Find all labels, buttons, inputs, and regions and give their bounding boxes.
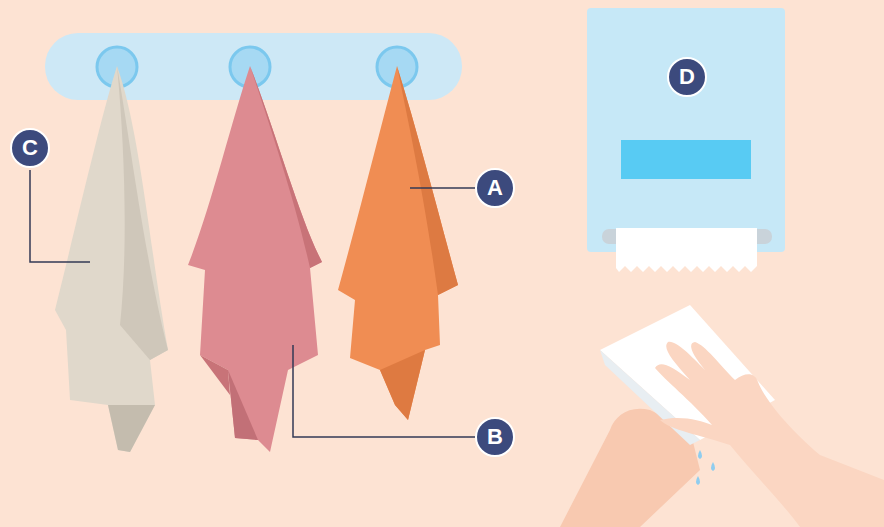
water-drops [696,450,715,485]
towel-b [188,66,322,452]
callout-circle: D [667,57,707,97]
paper-towel-dispenser [587,8,785,272]
callout-letter: D [679,66,695,88]
callout-circle: B [475,417,515,457]
towel-a [338,66,458,420]
callout-letter: B [487,426,503,448]
callout-circle: C [10,128,50,168]
leader-lines [30,170,475,437]
callout-letter: A [487,177,503,199]
callout-letter: C [22,137,38,159]
towel-c [55,66,168,452]
callout-circle: A [475,168,515,208]
hands-drying [560,305,884,527]
hooks [97,47,417,87]
